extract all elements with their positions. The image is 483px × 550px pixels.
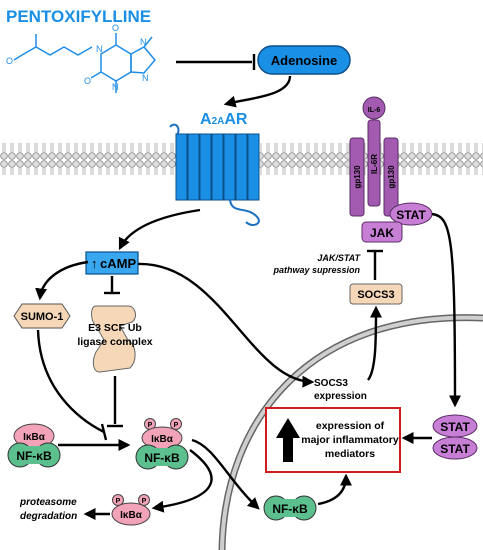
svg-text:N: N: [96, 44, 103, 54]
svg-text:E3 SCF Ub: E3 SCF Ub: [88, 322, 142, 334]
svg-text:O: O: [84, 76, 91, 86]
drug-title: PENTOXIFYLLINE: [6, 7, 151, 26]
svg-text:mediators: mediators: [325, 448, 375, 460]
svg-text:STAT: STAT: [440, 442, 470, 456]
stat-dimer: STAT STAT: [432, 414, 478, 460]
nfkb-nuclear: NF-κB: [263, 495, 317, 521]
svg-text:O: O: [112, 23, 119, 33]
il6-receptor-complex: IL-6 gp130 IL-6R gp130: [349, 96, 399, 217]
svg-text:JAK: JAK: [370, 226, 394, 240]
svg-text:STAT: STAT: [440, 420, 470, 434]
a2a-receptor: [169, 123, 260, 226]
svg-text:expression: expression: [314, 391, 367, 402]
svg-text:IκBα: IκBα: [23, 432, 46, 443]
pentoxifylline-structure: O N N N N O O: [6, 23, 156, 93]
svg-text:cAMP: cAMP: [100, 256, 136, 271]
receptor-label: A2AAR: [200, 111, 248, 128]
svg-text:IκBα: IκBα: [120, 510, 143, 521]
svg-text:Adenosine: Adenosine: [271, 53, 337, 68]
svg-text:gp130: gp130: [387, 165, 396, 189]
e3-ligase-complex: E3 SCF Ub ligase complex: [77, 305, 153, 373]
upregulation-arrow-icon: [276, 418, 300, 462]
svg-text:expression of: expression of: [316, 420, 385, 432]
svg-text:pathway supression: pathway supression: [272, 265, 360, 275]
svg-text:ligase complex: ligase complex: [77, 336, 152, 348]
svg-text:P: P: [174, 422, 179, 429]
svg-text:N: N: [140, 37, 147, 47]
svg-text:SOCS3: SOCS3: [314, 378, 348, 389]
svg-text:N: N: [112, 82, 119, 92]
jak-node: [361, 221, 403, 243]
svg-text:proteasome: proteasome: [19, 497, 77, 508]
adenosine-node: [257, 45, 351, 75]
svg-text:IκBα: IκBα: [151, 434, 174, 445]
svg-text:N: N: [142, 73, 149, 83]
svg-text:major inflammatory: major inflammatory: [301, 434, 399, 446]
svg-text:NF-κB: NF-κB: [16, 449, 52, 463]
svg-text:NF-κB: NF-κB: [272, 502, 308, 516]
ikba-nfkb-complex-left: IκBα NF-κB: [7, 423, 61, 468]
svg-text:P: P: [142, 498, 147, 505]
socs3-node: [349, 283, 403, 305]
ikba-free-phospho: P P IκBα: [111, 494, 151, 526]
ikba-nfkb-complex-phospho: P P IκBα NF-κB: [135, 418, 189, 470]
svg-text:NF-κB: NF-κB: [144, 451, 180, 465]
svg-text:O: O: [6, 56, 13, 66]
svg-text:SUMO-1: SUMO-1: [21, 311, 64, 323]
sumo1-node: [13, 303, 71, 329]
svg-text:JAK/STAT: JAK/STAT: [317, 253, 361, 263]
svg-text:P: P: [116, 498, 121, 505]
svg-text:SOCS3: SOCS3: [357, 289, 394, 301]
svg-text:IL-6: IL-6: [368, 107, 381, 114]
svg-text:gp130: gp130: [353, 165, 362, 189]
svg-text:P: P: [148, 422, 153, 429]
svg-text:STAT: STAT: [396, 208, 426, 222]
svg-text:degradation: degradation: [20, 511, 77, 522]
camp-up-arrow: ↑: [91, 256, 98, 271]
svg-text:IL-6R: IL-6R: [370, 154, 379, 174]
